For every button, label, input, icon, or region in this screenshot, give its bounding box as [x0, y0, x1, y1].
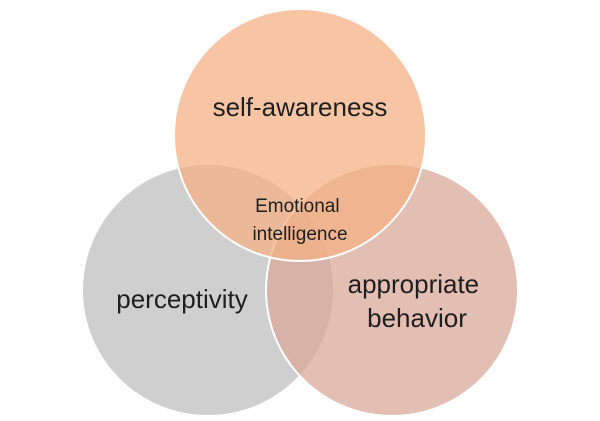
label-emotional-intelligence-line-1: Emotional [255, 196, 340, 217]
label-emotional-intelligence-line-2: intelligence [252, 224, 347, 245]
label-perceptivity: perceptivity [116, 284, 248, 314]
label-self-awareness: self-awareness [213, 92, 388, 122]
label-emotional-intelligence: Emotional intelligence [252, 196, 347, 245]
label-appropriate-behavior-line-2: behavior [367, 303, 467, 333]
label-appropriate-behavior-line-1: appropriate [348, 269, 480, 299]
label-appropriate-behavior: appropriate behavior [348, 269, 487, 333]
circle-self-awareness [173, 8, 427, 262]
